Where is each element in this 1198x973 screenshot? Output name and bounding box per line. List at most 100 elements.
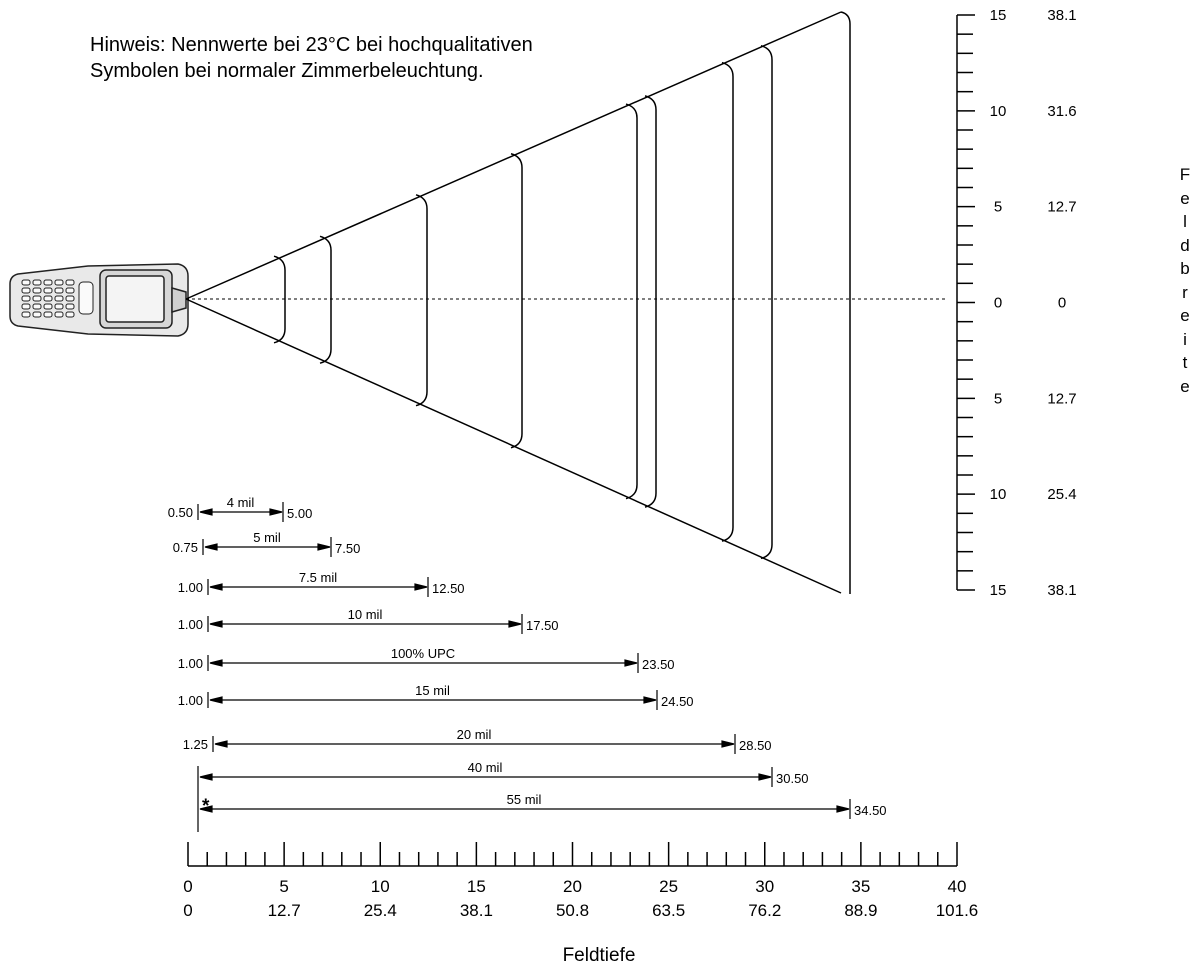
range-far-value: 5.00 <box>287 506 312 521</box>
field-width-cm-label: 31.6 <box>1047 103 1076 120</box>
note-line-2: Symbolen bei normaler Zimmerbeleuchtung. <box>90 60 484 82</box>
y-axis-title-letter: F <box>1179 165 1191 184</box>
field-width-cm-label: 12.7 <box>1047 199 1076 216</box>
field-width-scale <box>956 14 975 591</box>
field-width-arc <box>644 95 657 508</box>
field-width-arc <box>319 235 332 364</box>
note-line-1: Hinweis: Nennwerte bei 23°C bei hochqual… <box>90 34 533 56</box>
range-near-value: 1.00 <box>178 580 203 595</box>
range-far-value: 24.50 <box>661 694 694 709</box>
range-near-value: 1.00 <box>178 656 203 671</box>
range-arrow-right <box>317 543 331 551</box>
range-arrow-right <box>624 659 638 667</box>
depth-scale-labels: 00512.71025.41538.12050.82563.53076.2358… <box>183 877 978 920</box>
field-width-inch-label: 5 <box>994 199 1002 216</box>
range-far-value: 34.50 <box>854 803 887 818</box>
depth-inch-label: 15 <box>467 877 486 896</box>
depth-inch-label: 30 <box>755 877 774 896</box>
depth-scale <box>187 842 958 867</box>
range-arrow-left <box>209 659 223 667</box>
depth-inch-label: 0 <box>183 877 192 896</box>
range-arrow-left <box>199 805 213 813</box>
range-label: 7.5 mil <box>299 570 337 585</box>
handheld-scanner-icon <box>9 263 189 337</box>
range-near-value: 1.25 <box>183 737 208 752</box>
field-width-arc <box>273 255 286 344</box>
y-axis-title-letter: e <box>1180 376 1190 396</box>
y-axis-title-letter: b <box>1180 259 1190 278</box>
range-far-value: 30.50 <box>776 771 809 786</box>
depth-cm-label: 101.6 <box>936 901 979 920</box>
depth-inch-label: 25 <box>659 877 678 896</box>
depth-cm-label: 0 <box>183 901 192 920</box>
range-bar: 7.5 mil 1.00 12.50 <box>178 570 465 597</box>
depth-cm-label: 25.4 <box>364 901 397 920</box>
range-arrow-right <box>643 696 657 704</box>
field-width-cm-label: 38.1 <box>1047 582 1076 599</box>
y-axis-title-letter: r <box>1182 282 1188 302</box>
range-bar: 10 mil 1.00 17.50 <box>178 607 559 634</box>
y-axis-title: F e l d b r e i t e <box>1174 163 1196 398</box>
range-bar: 15 mil 1.00 24.50 <box>178 683 694 710</box>
range-arrow-right <box>508 620 522 628</box>
y-axis-title-letter: d <box>1180 235 1190 255</box>
range-bar: 20 mil 1.25 28.50 <box>183 727 772 754</box>
y-axis-title-letter: l <box>1183 212 1187 231</box>
range-arrow-right <box>836 805 850 813</box>
range-far-value: 28.50 <box>739 738 772 753</box>
range-label: 4 mil <box>227 495 255 510</box>
range-arrow-left <box>209 583 223 591</box>
range-arrow-right <box>414 583 428 591</box>
range-arrow-right <box>269 508 283 516</box>
x-axis-title: Feldtiefe <box>562 945 636 966</box>
range-near-value: 1.00 <box>178 693 203 708</box>
range-arrow-left <box>209 620 223 628</box>
depth-inch-label: 20 <box>563 877 582 896</box>
range-arrow-right <box>721 740 735 748</box>
range-arrow-right <box>758 773 772 781</box>
range-label: 40 mil <box>468 760 503 775</box>
field-width-inch-label: 10 <box>990 103 1007 120</box>
field-width-arc <box>721 61 734 542</box>
field-width-arc <box>510 153 523 449</box>
range-arrow-left <box>209 696 223 704</box>
y-axis-title-letter: e <box>1180 188 1190 208</box>
field-width-inch-label: 10 <box>990 486 1007 503</box>
depth-inch-label: 10 <box>371 877 390 896</box>
field-width-inch-label: 5 <box>994 390 1002 407</box>
field-width-inch-label: 15 <box>990 582 1007 599</box>
range-near-value: 1.00 <box>178 617 203 632</box>
depth-cm-label: 63.5 <box>652 901 685 920</box>
depth-cm-label: 50.8 <box>556 901 589 920</box>
field-width-arc <box>760 44 773 560</box>
range-label: 10 mil <box>348 607 383 622</box>
field-width-cm-label: 38.1 <box>1047 7 1076 24</box>
range-arrow-left <box>199 508 213 516</box>
range-far-value: 17.50 <box>526 618 559 633</box>
range-label: 15 mil <box>415 683 450 698</box>
scan-cone <box>185 11 851 594</box>
y-axis-title-letter: e <box>1180 306 1190 325</box>
y-axis-title-letter: t <box>1182 353 1188 372</box>
depth-inch-label: 5 <box>279 877 288 896</box>
range-arrow-left <box>199 773 213 781</box>
field-width-cm-label: 0 <box>1058 295 1066 312</box>
field-width-inch-label: 15 <box>990 7 1007 24</box>
depth-cm-label: 88.9 <box>844 901 877 920</box>
range-far-value: 12.50 <box>432 581 465 596</box>
field-width-arc <box>415 194 428 407</box>
range-near-value: 0.75 <box>173 540 198 555</box>
y-axis-title-letter: i <box>1183 329 1187 349</box>
depth-cm-label: 38.1 <box>460 901 493 920</box>
range-bar: 4 mil 0.50 5.00 <box>168 495 312 522</box>
range-near-value: 0.50 <box>168 505 193 520</box>
range-label: 5 mil <box>253 530 281 545</box>
depth-cm-label: 12.7 <box>268 901 301 920</box>
range-bar: 40 mil 30.50 <box>199 760 809 787</box>
field-width-inch-label: 0 <box>994 295 1002 312</box>
range-label: 20 mil <box>457 727 492 742</box>
